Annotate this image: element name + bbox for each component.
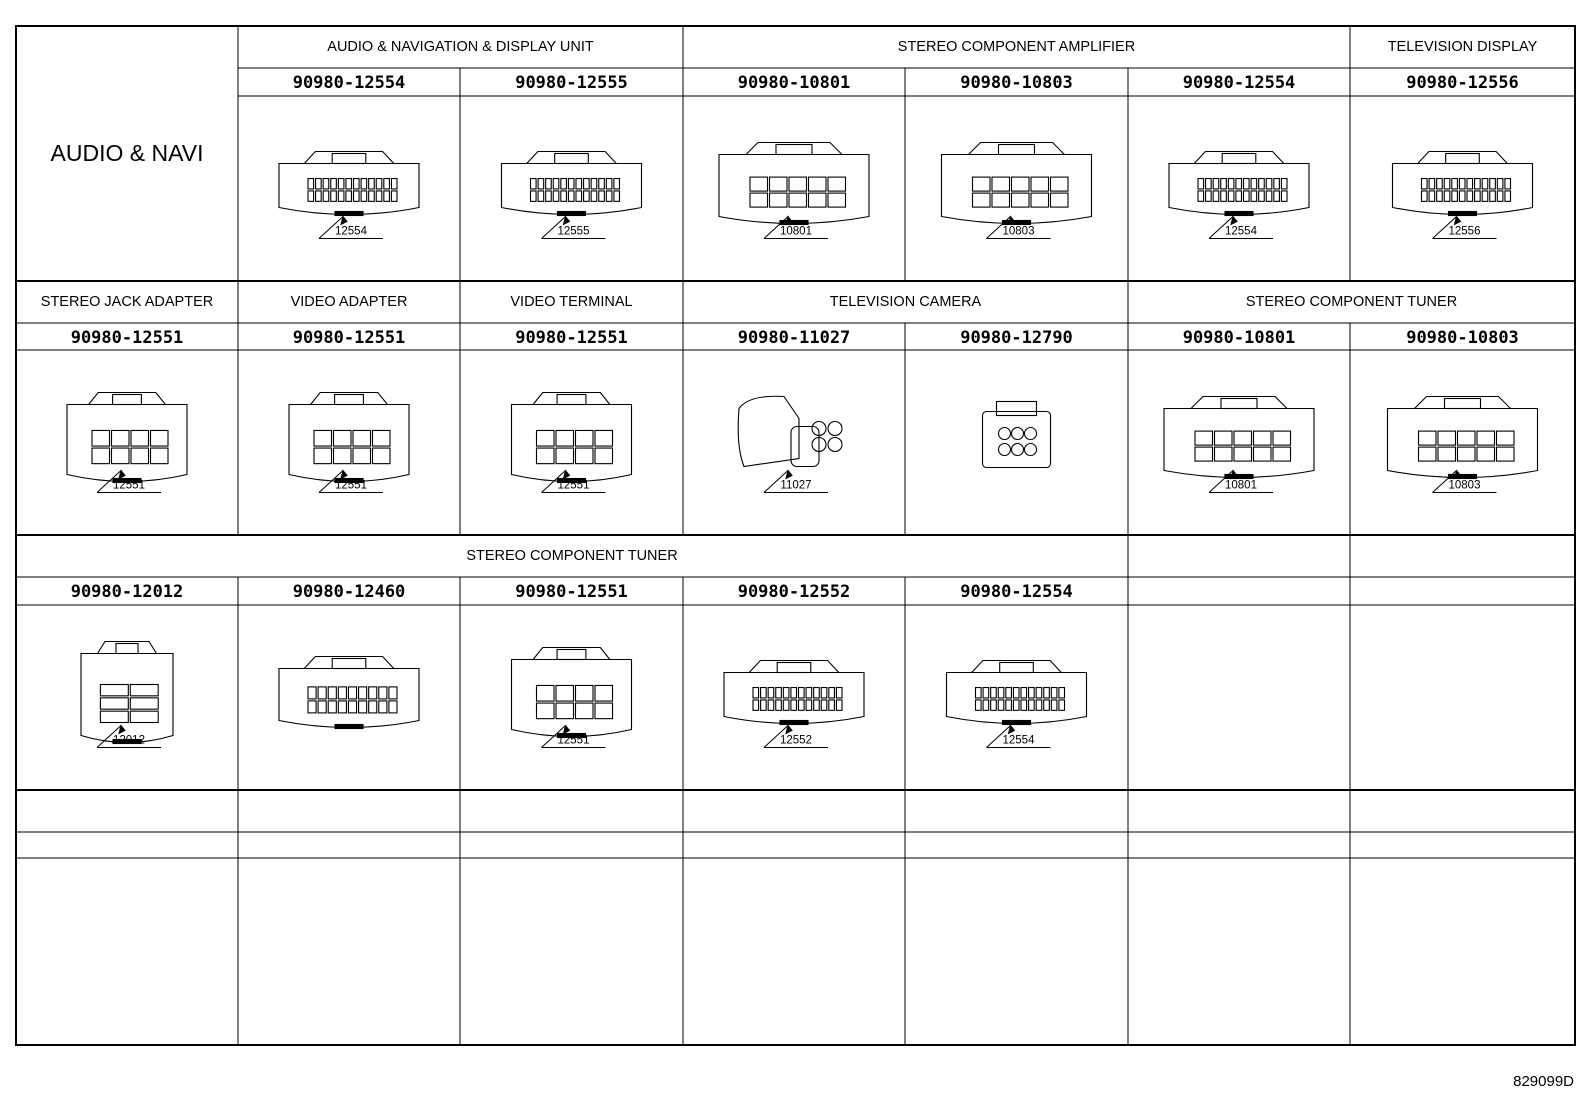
part-number: 90980-10803 <box>1406 328 1519 348</box>
callout-leader <box>763 216 789 239</box>
callout-arrow <box>1007 215 1016 226</box>
callout-label: 10801 <box>780 226 812 238</box>
callout-leader <box>763 725 789 748</box>
callout-arrow <box>340 469 348 480</box>
wide-connector-icon <box>500 150 643 217</box>
wide-connector-icon <box>1168 150 1310 217</box>
callout-label: 12551 <box>558 480 590 492</box>
callout-label: 12552 <box>780 735 812 747</box>
box-connector-icon <box>1163 395 1315 480</box>
callout-label: 12551 <box>113 480 145 492</box>
callout-leader <box>318 470 344 493</box>
section-label: AUDIO & NAVI <box>51 140 204 166</box>
tall-connector-icon <box>80 640 174 745</box>
callout-leader <box>318 216 344 239</box>
flat-connector-icon <box>278 655 420 730</box>
callout-leader <box>1432 216 1457 239</box>
callout-arrow <box>785 215 793 226</box>
group-title: AUDIO & NAVIGATION & DISPLAY UNIT <box>327 39 594 55</box>
wide-connector-icon <box>1391 150 1534 217</box>
callout-arrow <box>340 215 348 226</box>
callout-label: 12554 <box>335 226 368 238</box>
callout-leader <box>1208 216 1234 239</box>
part-number: 90980-12555 <box>515 73 628 93</box>
small-connector-icon <box>66 391 188 484</box>
callout-arrow <box>785 469 793 480</box>
small-connector-icon <box>510 646 633 739</box>
callout-arrow <box>562 724 571 735</box>
callout-label: 12555 <box>558 226 590 238</box>
callout-label: 12012 <box>113 735 145 747</box>
part-number: 90980-12554 <box>293 73 406 93</box>
group-title: VIDEO TERMINAL <box>510 294 632 310</box>
part-number: 90980-10803 <box>960 73 1073 93</box>
part-number: 90980-12012 <box>71 582 184 602</box>
callout-leader <box>986 216 1011 239</box>
part-number: 90980-12554 <box>1183 73 1296 93</box>
callout-arrow <box>118 469 126 480</box>
wide-connector-icon <box>723 659 865 726</box>
box-connector-icon <box>940 141 1093 226</box>
callout-label: 11027 <box>780 480 811 492</box>
part-number: 90980-12551 <box>71 328 184 348</box>
group-title: STEREO JACK ADAPTER <box>41 294 213 310</box>
callout-arrow <box>785 724 793 735</box>
group-title: STEREO COMPONENT TUNER <box>1246 294 1457 310</box>
callout-label: 10801 <box>1225 480 1257 492</box>
part-number: 90980-12551 <box>515 328 628 348</box>
small-connector-icon <box>288 391 410 484</box>
callout-arrow <box>1453 469 1462 480</box>
callout-leader <box>1432 470 1457 493</box>
callout-label: 12551 <box>558 735 590 747</box>
group-title: VIDEO ADAPTER <box>291 294 408 310</box>
part-number: 90980-12551 <box>515 582 628 602</box>
part-number: 90980-11027 <box>738 328 851 348</box>
group-title: STEREO COMPONENT AMPLIFIER <box>898 39 1135 55</box>
part-number: 90980-12790 <box>960 328 1073 348</box>
small-connector-icon <box>510 391 633 484</box>
part-number: 90980-12556 <box>1406 73 1519 93</box>
part-number: 90980-12460 <box>293 582 406 602</box>
callout-leader <box>763 470 789 493</box>
part-number: 90980-10801 <box>738 73 851 93</box>
callout-leader <box>1208 470 1234 493</box>
box-connector-icon <box>1386 395 1539 480</box>
wide-connector-icon <box>278 150 420 217</box>
callout-arrow <box>562 215 571 226</box>
callout-arrow <box>118 724 126 735</box>
callout-label: 12554 <box>1225 226 1258 238</box>
callout-leader <box>986 725 1011 748</box>
callout-label: 10803 <box>1003 226 1035 238</box>
callout-arrow <box>562 469 571 480</box>
part-number: 90980-12554 <box>960 582 1073 602</box>
callout-label: 10803 <box>1449 480 1481 492</box>
callout-leader <box>96 470 122 493</box>
callout-arrow <box>1453 215 1462 226</box>
part-number: 90980-10801 <box>1183 328 1296 348</box>
wide-connector-icon <box>945 659 1088 726</box>
six-pin-connector-icon <box>981 400 1052 469</box>
drawing-reference: 829099D <box>1513 1073 1574 1090</box>
callout-leader <box>96 725 122 748</box>
round-connector-icon <box>737 395 843 468</box>
callout-leader <box>541 725 566 748</box>
callout-label: 12554 <box>1003 735 1036 747</box>
callout-leader <box>541 216 566 239</box>
callout-label: 12551 <box>335 480 367 492</box>
box-connector-icon <box>718 141 870 226</box>
group-title: TELEVISION DISPLAY <box>1388 39 1538 55</box>
group-title: TELEVISION CAMERA <box>830 294 982 310</box>
callout-label: 12556 <box>1449 226 1481 238</box>
part-number: 90980-12551 <box>293 328 406 348</box>
callout-leader <box>541 470 566 493</box>
callout-arrow <box>1230 215 1238 226</box>
group-title: STEREO COMPONENT TUNER <box>466 548 677 564</box>
callout-arrow <box>1230 469 1238 480</box>
callout-arrow <box>1007 724 1016 735</box>
part-number: 90980-12552 <box>738 582 851 602</box>
